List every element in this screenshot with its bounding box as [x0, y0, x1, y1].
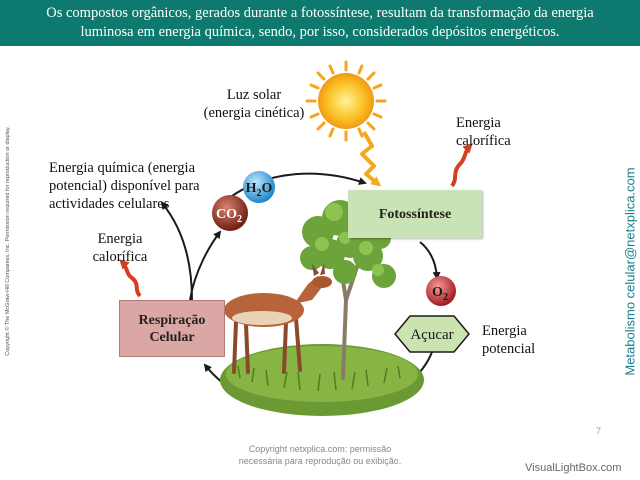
title-line-1: Os compostos orgânicos, gerados durante …	[46, 5, 594, 21]
h2o-molecule: H2O	[243, 171, 275, 203]
energia-quimica-line2: potencial) disponível para	[49, 178, 200, 194]
fotossintese-box: Fotossíntese	[348, 190, 482, 238]
tree-icon	[300, 200, 396, 380]
sunlight-arrow	[360, 131, 382, 187]
watermark-text: VisualLightBox.com	[525, 462, 622, 474]
page-number: 7	[596, 426, 602, 436]
o2-molecule: O2	[426, 276, 456, 306]
energia-quimica-label: Energia química (energia potencial) disp…	[49, 159, 239, 213]
calor-right-line1: Energia	[456, 115, 501, 131]
h2o-end: O	[262, 181, 273, 196]
energia-calorifica-right-label: Energia calorífica	[456, 114, 536, 150]
energia-potencial-label: Energia potencial	[482, 322, 562, 358]
cycle-arrow-left	[160, 201, 193, 301]
o2-base: O	[432, 285, 443, 300]
footer-line1: Copyright netxplica.com: permissão	[248, 444, 392, 454]
calor-right-line2: calorífica	[456, 133, 511, 149]
respiracao-label-line1: Respiração	[138, 312, 206, 328]
co2-sub: 2	[237, 214, 242, 225]
fotossintese-label: Fotossíntese	[378, 206, 452, 222]
respiracao-label-line2: Celular	[149, 329, 195, 345]
energia-quimica-line1: Energia química (energia	[49, 160, 196, 176]
respiracao-box: Respiração Celular	[119, 300, 225, 357]
cycle-arrow-right	[419, 241, 441, 280]
deer-icon	[220, 263, 332, 374]
title-banner: Os compostos orgânicos, gerados durante …	[0, 0, 640, 46]
potencial-line2: potencial	[482, 341, 536, 357]
sun-icon	[305, 60, 387, 142]
luz-solar-label: Luz solar (energia cinética)	[195, 86, 313, 122]
co2-base: CO	[216, 207, 237, 222]
svg-text:O2: O2	[432, 285, 448, 303]
co2-molecule: CO2	[212, 195, 248, 231]
energia-calorifica-left-label: Energia calorífica	[80, 230, 160, 266]
heat-arrow-right	[450, 143, 473, 188]
footer-copyright: Copyright netxplica.com: permissão neces…	[200, 443, 440, 467]
svg-text:CO2: CO2	[216, 207, 242, 225]
svg-text:H2O: H2O	[246, 181, 273, 199]
respiracao-to-co2-arrow	[189, 230, 222, 301]
footer-line2: necessária para reprodução ou exibição.	[238, 456, 402, 466]
heat-arrow-left	[119, 259, 142, 298]
h2o-base: H	[246, 181, 257, 196]
calor-left-line1: Energia	[97, 231, 143, 247]
title-line-2: luminosa em energia química, sendo, por …	[80, 24, 560, 40]
energia-quimica-line3: actividades celulares	[49, 196, 170, 212]
luz-solar-line1: Luz solar	[226, 87, 282, 103]
acucar-label: Açucar	[410, 327, 453, 343]
luz-solar-line2: (energia cinética)	[203, 105, 305, 121]
calor-left-line2: calorífica	[92, 249, 148, 265]
potencial-line1: Energia	[482, 323, 527, 339]
o2-sub: 2	[443, 292, 448, 303]
h2o-sub: 2	[257, 188, 262, 199]
grass-blades	[237, 365, 401, 392]
ground-highlight	[226, 346, 418, 402]
acucar-shape	[394, 315, 470, 353]
